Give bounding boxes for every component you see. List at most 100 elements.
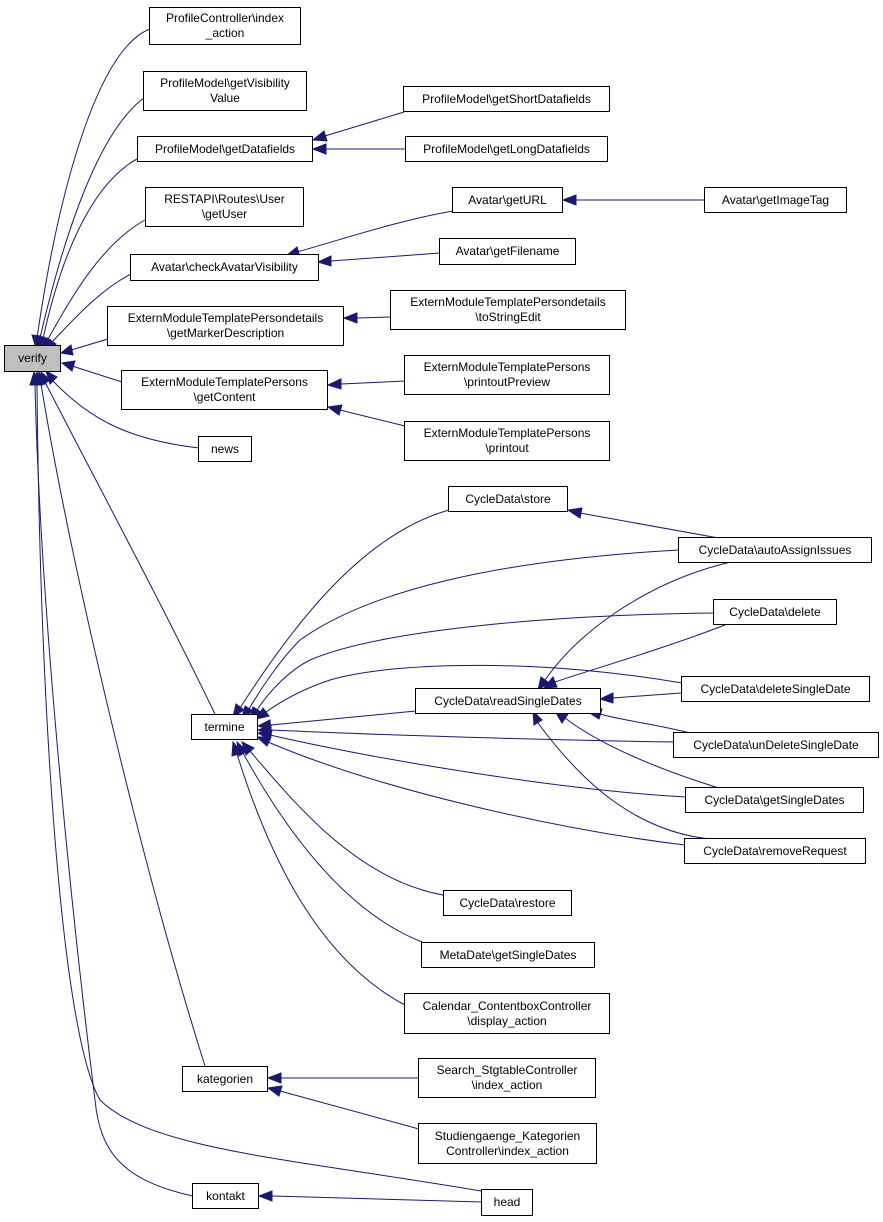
node-externmoduletemplatepersons-printout[interactable]: ExternModuleTemplatePersons \printout bbox=[404, 421, 610, 461]
node-label-line-2: \index_action bbox=[471, 1078, 543, 1092]
edge-kategorien-verify bbox=[35, 370, 206, 1067]
edge-stud_index-kategorien bbox=[266, 1085, 420, 1130]
node-label-line-1: Avatar\getURL bbox=[468, 192, 547, 207]
node-label-line-1: Calendar_ContentboxController bbox=[422, 998, 592, 1013]
node-avatar-checkavatarvisibility[interactable]: Avatar\checkAvatarVisibility bbox=[130, 254, 319, 281]
edge-emp_preview-emp_content bbox=[326, 378, 406, 390]
node-cycledata-deletesingledate[interactable]: CycleData\deleteSingleDate bbox=[681, 676, 870, 702]
node-label-line-1: CycleData\autoAssignIssues bbox=[698, 542, 852, 557]
node-label-line-1: ExternModuleTemplatePersons bbox=[423, 426, 591, 440]
edge-pm_short-pm_data bbox=[311, 111, 405, 142]
node-search-stgtablecontroller-index-action[interactable]: Search_StgtableController \index_action bbox=[418, 1058, 596, 1098]
node-cycledata-getsingledates[interactable]: CycleData\getSingleDates bbox=[685, 787, 864, 813]
node-cycledata-restore[interactable]: CycleData\restore bbox=[443, 890, 572, 916]
edge-cd_remove-termine bbox=[255, 736, 686, 846]
edge-cd_delete-cd_read bbox=[542, 624, 726, 689]
node-termine[interactable]: termine bbox=[191, 714, 258, 740]
edge-empd_tostr-empd_marker bbox=[342, 312, 392, 324]
node-label-line-1: ExternModuleTemplatePersons bbox=[423, 360, 591, 374]
node-head[interactable]: head bbox=[481, 1189, 533, 1216]
node-label-line-1: ExternModuleTemplatePersondetails bbox=[410, 295, 606, 309]
node-label-line-1: CycleData\removeRequest bbox=[703, 843, 847, 858]
node-profilemodel-getshortdatafields[interactable]: ProfileModel\getShortDatafields bbox=[403, 86, 610, 112]
node-label-line-1: CycleData\deleteSingleDate bbox=[700, 681, 851, 696]
node-avatar-getimagetag[interactable]: Avatar\getImageTag bbox=[704, 187, 847, 213]
node-studiengaenge-kategorien-controller-index-action[interactable]: Studiengaenge_Kategorien Controller\inde… bbox=[418, 1123, 597, 1164]
node-profilemodel-getvisibilityvalue[interactable]: ProfileModel\getVisibility Value bbox=[143, 71, 307, 111]
node-kategorien[interactable]: kategorien bbox=[182, 1066, 268, 1092]
node-label-line-2: \getContent bbox=[193, 390, 256, 404]
edge-search_index-kategorien bbox=[266, 1072, 419, 1084]
node-label-line-1: CycleData\restore bbox=[459, 895, 556, 910]
node-profilecontroller-index-action[interactable]: ProfileController\index _action bbox=[149, 7, 301, 45]
node-label-line-1: ProfileModel\getLongDatafields bbox=[423, 141, 590, 156]
edge-news-verify bbox=[45, 369, 200, 449]
node-externmoduletemplatepersons-getcontent[interactable]: ExternModuleTemplatePersons \getContent bbox=[121, 370, 328, 410]
edge-empd_marker-verify bbox=[59, 338, 109, 356]
node-label-line-1: CycleData\readSingleDates bbox=[434, 693, 582, 708]
node-externmoduletemplatepersondetails-getmarkerdescription[interactable]: ExternModuleTemplatePersondetails \getMa… bbox=[107, 306, 344, 346]
node-verify-label-1: verify bbox=[18, 351, 47, 365]
edge-head-kontakt bbox=[257, 1190, 483, 1203]
node-label-line-2: \display_action bbox=[467, 1013, 547, 1028]
edge-av_tag-av_url bbox=[561, 194, 705, 206]
node-label-line-2: \printoutPreview bbox=[463, 375, 551, 389]
node-label-line-1: CycleData\getSingleDates bbox=[704, 792, 845, 807]
node-profilemodel-getlongdatafields[interactable]: ProfileModel\getLongDatafields bbox=[405, 136, 608, 162]
node-cycledata-removerequest[interactable]: CycleData\removeRequest bbox=[684, 838, 866, 864]
edge-cd_remove-cd_read bbox=[532, 709, 731, 841]
node-externmoduletemplatepersons-printoutpreview[interactable]: ExternModuleTemplatePersons \printoutPre… bbox=[404, 355, 610, 395]
node-label-line-2: _action bbox=[205, 26, 245, 40]
node-kontakt[interactable]: kontakt bbox=[192, 1183, 259, 1209]
node-verify[interactable]: verify bbox=[4, 345, 61, 372]
edge-cd_delsingle-termine bbox=[254, 664, 683, 720]
node-label-line-1: MetaDate\getSingleDates bbox=[439, 947, 577, 962]
node-label-line-1: CycleData\unDeleteSingleDate bbox=[693, 737, 859, 752]
node-avatar-getfilename[interactable]: Avatar\getFilename bbox=[439, 238, 576, 265]
edge-cd_auto-cd_read bbox=[537, 560, 736, 692]
node-label-line-1: Studiengaenge_Kategorien bbox=[434, 1128, 581, 1143]
node-label-line-1: ProfileModel\getVisibility bbox=[160, 76, 290, 90]
edge-av_file-av_check bbox=[316, 252, 441, 267]
node-cycledata-undeletesingledate[interactable]: CycleData\unDeleteSingleDate bbox=[673, 732, 879, 758]
node-label-line-1: head bbox=[493, 1195, 521, 1209]
edge-kontakt-verify bbox=[29, 370, 194, 1197]
node-label-line-1: kontakt bbox=[206, 1188, 245, 1203]
node-label-line-1: ProfileController\index bbox=[165, 11, 285, 25]
edge-cd_store-termine bbox=[232, 509, 450, 719]
node-cycledata-delete[interactable]: CycleData\delete bbox=[713, 599, 837, 625]
node-label-line-1: termine bbox=[204, 719, 245, 734]
node-metadate-getsingledates[interactable]: MetaDate\getSingleDates bbox=[421, 942, 595, 968]
node-label-line-1: RESTAPI\Routes\User bbox=[164, 192, 285, 206]
edge-cd_read-termine bbox=[256, 710, 417, 731]
edge-cal_display-termine bbox=[231, 740, 406, 1006]
node-label-line-1: ProfileModel\getShortDatafields bbox=[422, 91, 591, 106]
node-news[interactable]: news bbox=[198, 436, 252, 462]
edge-cd_auto-cd_store bbox=[566, 507, 736, 542]
node-cycledata-readsingledates[interactable]: CycleData\readSingleDates bbox=[415, 688, 601, 714]
edge-cd_undel-termine bbox=[256, 724, 675, 743]
node-restapi-routes-user-getuser[interactable]: RESTAPI\Routes\User \getUser bbox=[145, 187, 304, 227]
edge-termine-verify bbox=[40, 370, 216, 715]
edge-cd_undel-cd_read bbox=[586, 708, 691, 734]
edge-cd_delsingle-cd_read bbox=[598, 692, 682, 704]
node-calendar-contentboxcontroller-display-action[interactable]: Calendar_ContentboxController \display_a… bbox=[404, 993, 610, 1034]
node-avatar-geturl[interactable]: Avatar\getURL bbox=[452, 187, 563, 213]
edge-pm_long-pm_data bbox=[311, 143, 406, 155]
edge-md_single-termine bbox=[236, 740, 423, 943]
edge-cd_getsingle-termine bbox=[256, 729, 687, 798]
node-label-line-2: Controller\index_action bbox=[446, 1143, 569, 1158]
node-label-line-1: Avatar\checkAvatarVisibility bbox=[151, 260, 298, 274]
node-label-line-2: Value bbox=[210, 91, 240, 105]
node-profilemodel-getdatafields[interactable]: ProfileModel\getDatafields bbox=[137, 136, 313, 162]
node-cycledata-autoassignissues[interactable]: CycleData\autoAssignIssues bbox=[678, 537, 872, 563]
node-label-line-2: \getMarkerDescription bbox=[166, 326, 285, 340]
node-label-line-1: ExternModuleTemplatePersons bbox=[141, 375, 308, 389]
node-cycledata-store[interactable]: CycleData\store bbox=[448, 486, 568, 512]
node-externmoduletemplatepersondetails-tostringedit[interactable]: ExternModuleTemplatePersondetails \toStr… bbox=[390, 290, 626, 330]
node-label-line-1: CycleData\store bbox=[465, 491, 551, 506]
node-label-line-2: \getUser bbox=[201, 207, 248, 221]
node-label-line-2: \printout bbox=[485, 441, 529, 455]
node-label-line-1: Avatar\getFilename bbox=[455, 244, 560, 258]
